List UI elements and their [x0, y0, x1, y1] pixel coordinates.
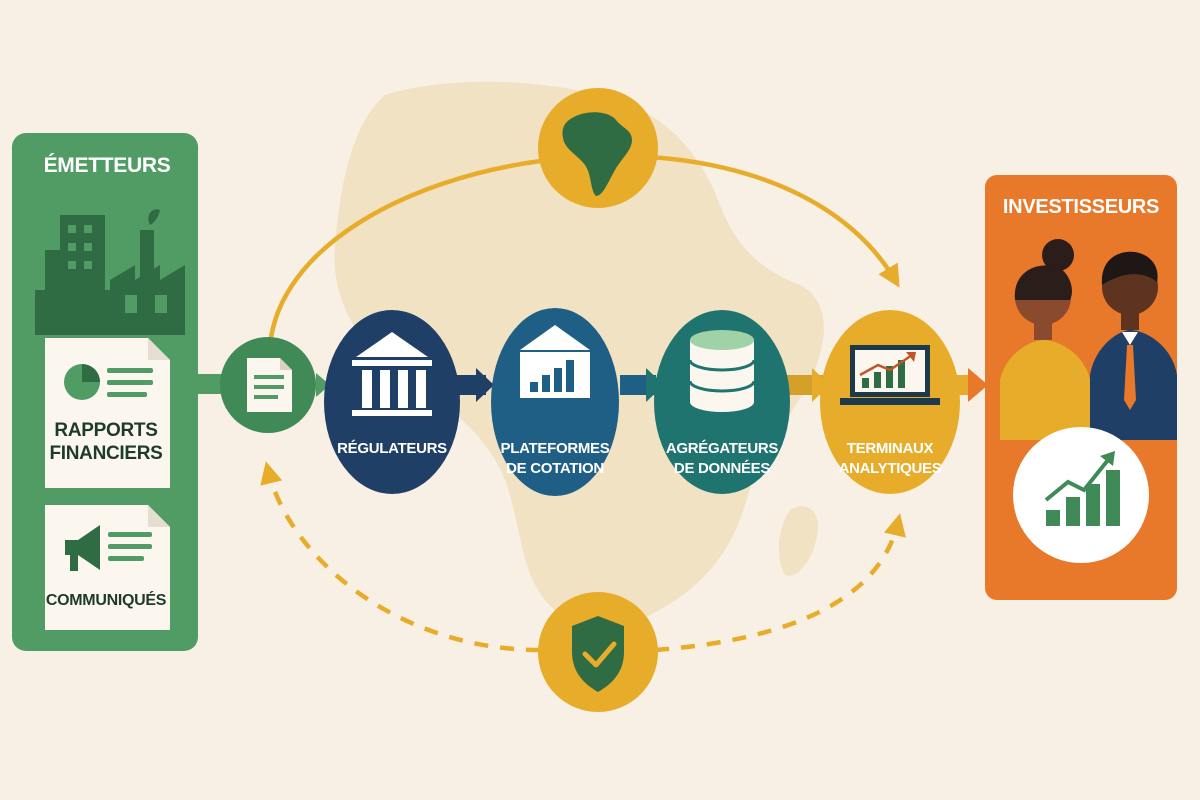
- text-lines-icon: [108, 532, 152, 561]
- node-plateformes: PLATEFORMES DE COTATION: [491, 308, 619, 496]
- arrow-terminaux-investisseurs: [968, 368, 988, 402]
- loop-bottom-arc-left: [260, 461, 541, 653]
- investors-people-icon: [1000, 239, 1177, 440]
- growth-bar-chart-icon: [1013, 427, 1149, 563]
- arrow-regulateurs-plateformes: [476, 368, 494, 402]
- node-terminaux: TERMINAUX ANALYTIQUES: [820, 310, 960, 494]
- loop-bottom-node: [538, 592, 658, 712]
- laptop-chart-icon: [840, 345, 940, 405]
- plateformes-line2: DE COTATION: [506, 460, 604, 477]
- card-rapports-line1: RAPPORTS: [54, 420, 157, 441]
- regulateurs-label: RÉGULATEURS: [337, 440, 447, 457]
- agregateurs-line1: AGRÉGATEURS: [666, 440, 779, 457]
- node-regulateurs: RÉGULATEURS: [324, 310, 460, 494]
- terminaux-line2: ANALYTIQUES: [839, 460, 942, 477]
- card-communiques-label: COMMUNIQUÉS: [46, 590, 167, 609]
- document-icon: [247, 358, 292, 412]
- emetteurs-panel: ÉMETTEURS: [12, 133, 198, 651]
- node-agregateurs: AGRÉGATEURS DE DONNÉES: [654, 310, 790, 494]
- card-communiques: COMMUNIQUÉS: [45, 505, 170, 630]
- investisseurs-title: INVESTISSEURS: [1003, 196, 1159, 218]
- loop-top-node: [538, 88, 658, 208]
- shield-check-icon: [572, 616, 624, 692]
- document-node: [220, 337, 330, 433]
- terminaux-line1: TERMINAUX: [847, 440, 934, 457]
- database-icon: [688, 330, 756, 412]
- card-rapports-line2: FINANCIERS: [49, 443, 162, 464]
- arrow-document-regulateurs: [316, 373, 330, 397]
- bank-columns-icon: [352, 332, 432, 416]
- africa-map-icon: [562, 112, 632, 196]
- madagascar-background-shape: [778, 506, 819, 576]
- emetteurs-title: ÉMETTEURS: [44, 154, 171, 177]
- exchange-bar-chart-icon: [520, 325, 590, 398]
- buildings-factory-icon: [35, 209, 185, 335]
- investisseurs-panel: INVESTISSEURS: [985, 175, 1177, 600]
- megaphone-icon: [65, 525, 100, 571]
- card-rapports-financiers: RAPPORTS FINANCIERS: [45, 338, 170, 488]
- pie-chart-icon: [64, 364, 100, 400]
- plateformes-line1: PLATEFORMES: [501, 440, 610, 457]
- loop-bottom-arc-right: [654, 513, 906, 653]
- agregateurs-line2: DE DONNÉES: [674, 460, 770, 477]
- arrow-plateformes-agregateurs: [646, 368, 664, 402]
- text-lines-icon: [107, 368, 153, 397]
- arrow-agregateurs-terminaux: [812, 368, 830, 402]
